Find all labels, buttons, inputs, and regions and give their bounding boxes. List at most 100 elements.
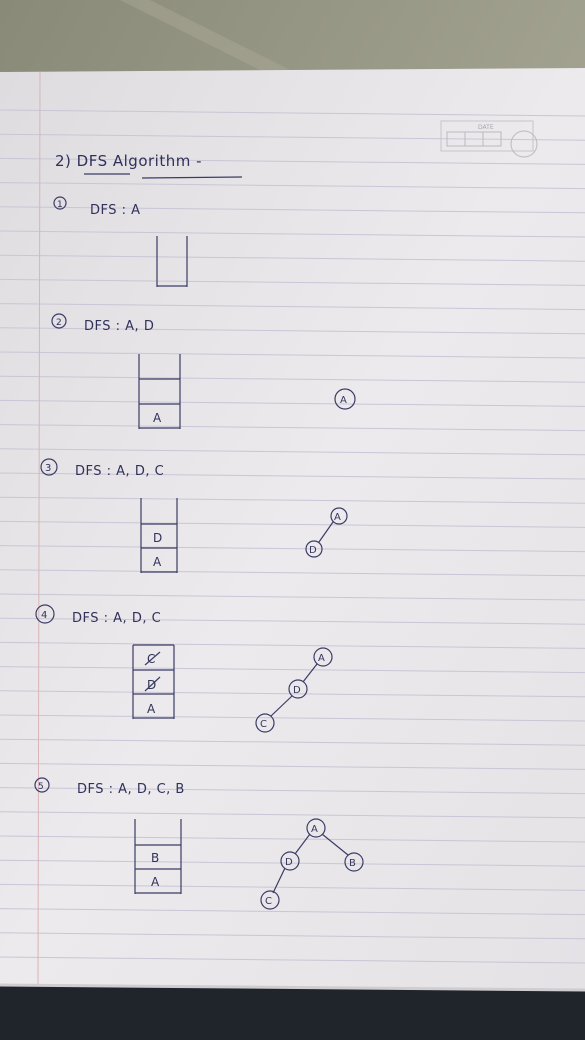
ruled-line <box>0 932 585 940</box>
ruled-line <box>0 666 585 674</box>
step-number: 2 <box>56 318 62 328</box>
ruled-line <box>0 254 585 262</box>
ruled-line <box>0 787 585 795</box>
ruled-line <box>0 472 585 480</box>
strike-mark <box>144 676 161 692</box>
ruled-line <box>0 593 585 601</box>
step-number: 3 <box>45 463 52 474</box>
tree: A <box>334 388 356 410</box>
tree: A D <box>305 507 348 558</box>
tree-node-label: D <box>285 857 293 868</box>
ruled-line <box>0 351 585 359</box>
tree-node <box>305 540 323 558</box>
notebook-page <box>0 68 585 992</box>
tree: A D B C <box>260 818 364 910</box>
tree-node <box>255 713 275 733</box>
tree-edge <box>318 521 334 543</box>
tree-node <box>334 388 356 410</box>
strike-mark <box>144 651 161 666</box>
tree-node-label: B <box>349 858 356 869</box>
date-label: DATE <box>478 124 494 131</box>
stack-item: A <box>153 411 162 425</box>
ruled-line <box>0 859 585 867</box>
date-box: DATE <box>440 120 538 158</box>
ruled-line <box>0 762 585 770</box>
heading-underline <box>141 176 243 179</box>
tree-node <box>280 851 300 871</box>
ruled-line <box>0 109 585 117</box>
tree-node <box>260 890 280 910</box>
traversal-text: DFS : A <box>90 203 141 218</box>
ruled-line <box>0 424 585 432</box>
tree-node-label: C <box>260 719 267 730</box>
tree-node-label: D <box>293 685 301 696</box>
tree-node <box>306 818 326 838</box>
ruled-line <box>0 230 585 238</box>
stack <box>156 236 188 287</box>
tree-node-label: C <box>265 896 272 907</box>
ruled-line <box>0 157 585 165</box>
step-4: 4 DFS : A, D, C C D A A D C <box>35 604 333 733</box>
tree-edge <box>302 663 318 683</box>
ruled-line <box>0 956 585 964</box>
tree-node-label: A <box>318 653 325 664</box>
ruled-line <box>0 520 585 528</box>
ruled-line <box>0 448 585 456</box>
stack <box>132 644 175 719</box>
ruled-line <box>0 908 585 916</box>
step-5: 5 DFS : A, D, C, B B A A D B C <box>34 777 364 910</box>
step-1: 1 DFS : A <box>53 196 188 287</box>
ruled-line <box>0 641 585 649</box>
tree-node <box>313 647 333 667</box>
tree-node <box>288 679 308 699</box>
ruled-line <box>0 811 585 819</box>
ruled-line <box>0 496 585 504</box>
tree: A D C <box>255 647 333 733</box>
ruled-line <box>0 714 585 722</box>
step-number: 5 <box>38 782 44 792</box>
stack-item: A <box>147 702 156 716</box>
step-number-circle <box>51 313 67 329</box>
step-number-circle <box>35 604 55 624</box>
ruled-lines <box>0 109 585 964</box>
ruled-line <box>0 738 585 746</box>
ruled-line <box>0 133 585 141</box>
page-heading: 2) DFS Algorithm - <box>55 152 202 170</box>
traversal-text: DFS : A, D <box>84 319 154 334</box>
ruled-line <box>0 375 585 383</box>
traversal-text: DFS : A, D, C <box>72 611 161 626</box>
stack <box>140 498 178 573</box>
step-2: 2 DFS : A, D A A <box>51 313 356 429</box>
traversal-text: DFS : A, D, C, B <box>77 782 185 797</box>
stack-item: B <box>151 851 160 865</box>
tree-node-label: D <box>309 545 317 556</box>
stack-item: A <box>153 555 162 569</box>
step-number-circle <box>34 777 50 793</box>
floor-tile-seam <box>120 0 300 75</box>
traversal-text: DFS : A, D, C <box>75 464 164 479</box>
stack <box>134 819 182 894</box>
tree-edge <box>294 833 311 855</box>
page-bottom-edge <box>0 983 585 992</box>
ruled-line <box>0 617 585 625</box>
stack-item: D <box>153 531 163 545</box>
ruled-line <box>0 835 585 843</box>
ruled-line <box>0 206 585 214</box>
stack-item: A <box>151 875 160 889</box>
ruled-line <box>0 182 585 190</box>
tree-node-label: A <box>334 512 341 523</box>
tree-edge <box>270 695 293 717</box>
ruled-line <box>0 303 585 311</box>
ruled-line <box>0 883 585 891</box>
tree-node <box>330 507 348 525</box>
margin-line <box>37 71 41 986</box>
stack <box>138 354 181 429</box>
tree-edge <box>272 867 286 894</box>
step-3: 3 DFS : A, D, C D A A D <box>40 458 348 573</box>
tree-node <box>344 852 364 872</box>
ruled-line <box>0 399 585 407</box>
step-number: 4 <box>41 610 48 621</box>
ruled-line <box>0 690 585 698</box>
tree-node-label: A <box>311 824 318 835</box>
